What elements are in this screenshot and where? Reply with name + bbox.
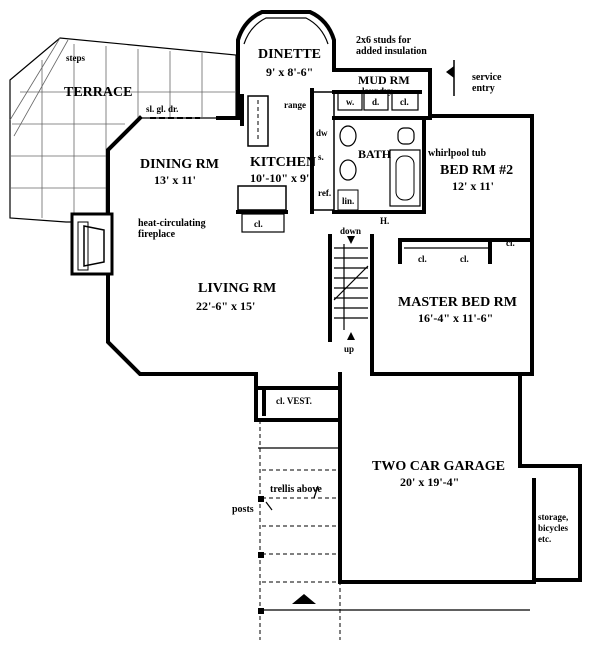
dishwasher-label: dw bbox=[316, 128, 328, 138]
dining-room-dim: 13' x 11' bbox=[154, 173, 196, 187]
stair-down-label: down bbox=[340, 226, 361, 236]
terrace-area bbox=[9, 37, 237, 223]
closet-bed2-label: cl. bbox=[506, 238, 515, 248]
closet-master-1-label: cl. bbox=[418, 254, 427, 264]
arrow-left-icon bbox=[446, 60, 455, 96]
closet-mud-label: cl. bbox=[400, 97, 409, 107]
dinette-dim: 9' x 8'-6" bbox=[266, 65, 313, 79]
master-bed-dim: 16'-4" x 11'-6" bbox=[418, 311, 493, 325]
trellis-label: trellis above bbox=[270, 484, 322, 495]
mud-room-label: MUD RM bbox=[358, 73, 410, 87]
dinette-label: DINETTE bbox=[258, 47, 321, 62]
studs-note-1: 2x6 studs for bbox=[356, 35, 412, 46]
interior-walls bbox=[236, 88, 534, 416]
down-arrow-icon bbox=[347, 236, 355, 244]
steps-label: steps bbox=[66, 53, 85, 63]
closet-kitchen-label: cl. bbox=[254, 219, 263, 229]
range-label: range bbox=[284, 100, 306, 110]
living-room-label: LIVING RM bbox=[198, 281, 276, 296]
sink-label: s. bbox=[318, 152, 324, 162]
bed-room-2-dim: 12' x 11' bbox=[452, 179, 494, 193]
kitchen-dim: 10'-10" x 9' bbox=[250, 171, 309, 185]
fridge-label: ref. bbox=[318, 188, 331, 198]
storage-note-2: bicycles bbox=[538, 523, 568, 533]
linen-label: lin. bbox=[342, 196, 354, 206]
storage-note-3: etc. bbox=[538, 534, 551, 544]
closet-master-2-label: cl. bbox=[460, 254, 469, 264]
garage-walls bbox=[338, 372, 582, 584]
trellis bbox=[258, 420, 530, 640]
service-entry-1: service bbox=[472, 72, 502, 83]
whirlpool-label: whirlpool tub bbox=[428, 148, 487, 159]
living-room-dim: 22'-6" x 15' bbox=[196, 299, 255, 313]
up-arrow-icon bbox=[347, 332, 355, 340]
storage-note-1: storage, bbox=[538, 512, 568, 522]
hall-label: H. bbox=[380, 216, 389, 226]
washer-label: w. bbox=[346, 97, 354, 107]
bath-label: BATH bbox=[358, 147, 392, 161]
dining-room-label: DINING RM bbox=[140, 157, 219, 172]
laundry-label: laundry bbox=[362, 86, 393, 96]
garage-dim: 20' x 19'-4" bbox=[400, 475, 459, 489]
bed-room-2-label: BED RM #2 bbox=[440, 163, 513, 178]
fireplace-note-2: fireplace bbox=[138, 229, 176, 240]
service-entry-2: entry bbox=[472, 83, 495, 94]
garage-label: TWO CAR GARAGE bbox=[372, 459, 505, 474]
posts-label: posts bbox=[232, 504, 254, 515]
dryer-label: d. bbox=[372, 97, 379, 107]
fireplace-note-1: heat-circulating bbox=[138, 218, 206, 229]
studs-note-2: added insulation bbox=[356, 46, 427, 57]
terrace-label: TERRACE bbox=[64, 85, 132, 100]
vestibule-label: cl. VEST. bbox=[276, 396, 312, 406]
triangle-up-icon bbox=[292, 594, 316, 604]
fireplace bbox=[70, 212, 114, 276]
kitchen-label: KITCHEN bbox=[250, 155, 316, 170]
dinette-bay bbox=[236, 10, 336, 64]
sliding-door-label: sl. gl. dr. bbox=[146, 104, 178, 114]
master-bed-label: MASTER BED RM bbox=[398, 295, 517, 310]
stair-up-label: up bbox=[344, 344, 354, 354]
